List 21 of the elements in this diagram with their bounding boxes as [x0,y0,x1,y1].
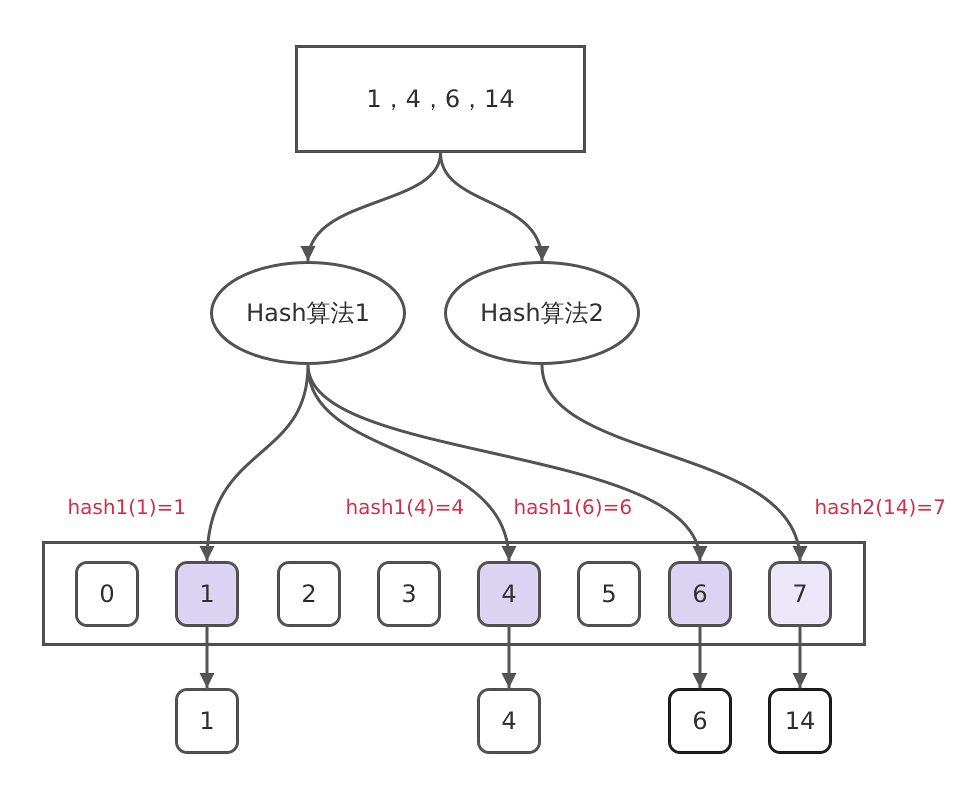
arrow [439,152,548,262]
array-cell: 6 [668,561,732,627]
value-box: 14 [768,688,832,754]
arrow [200,627,214,688]
arrow [692,627,708,688]
algorithm-ellipse: Hash算法1 [210,261,406,365]
arrow [502,627,516,688]
array-cell: 4 [477,561,541,627]
value-box: 4 [477,688,541,754]
array-cell: 3 [377,561,441,627]
array-cell: 0 [75,561,139,627]
array-cell: 2 [277,561,341,627]
array-cell: 5 [577,561,641,627]
number-box: 1，4，6，14 [295,45,586,153]
array-box [42,541,866,646]
value-box: 6 [668,688,732,754]
arrow [792,627,808,688]
array-cell: 7 [768,561,832,627]
value-box: 1 [175,688,239,754]
algorithm-ellipse: Hash算法2 [444,261,640,365]
array-cell: 1 [175,561,239,627]
